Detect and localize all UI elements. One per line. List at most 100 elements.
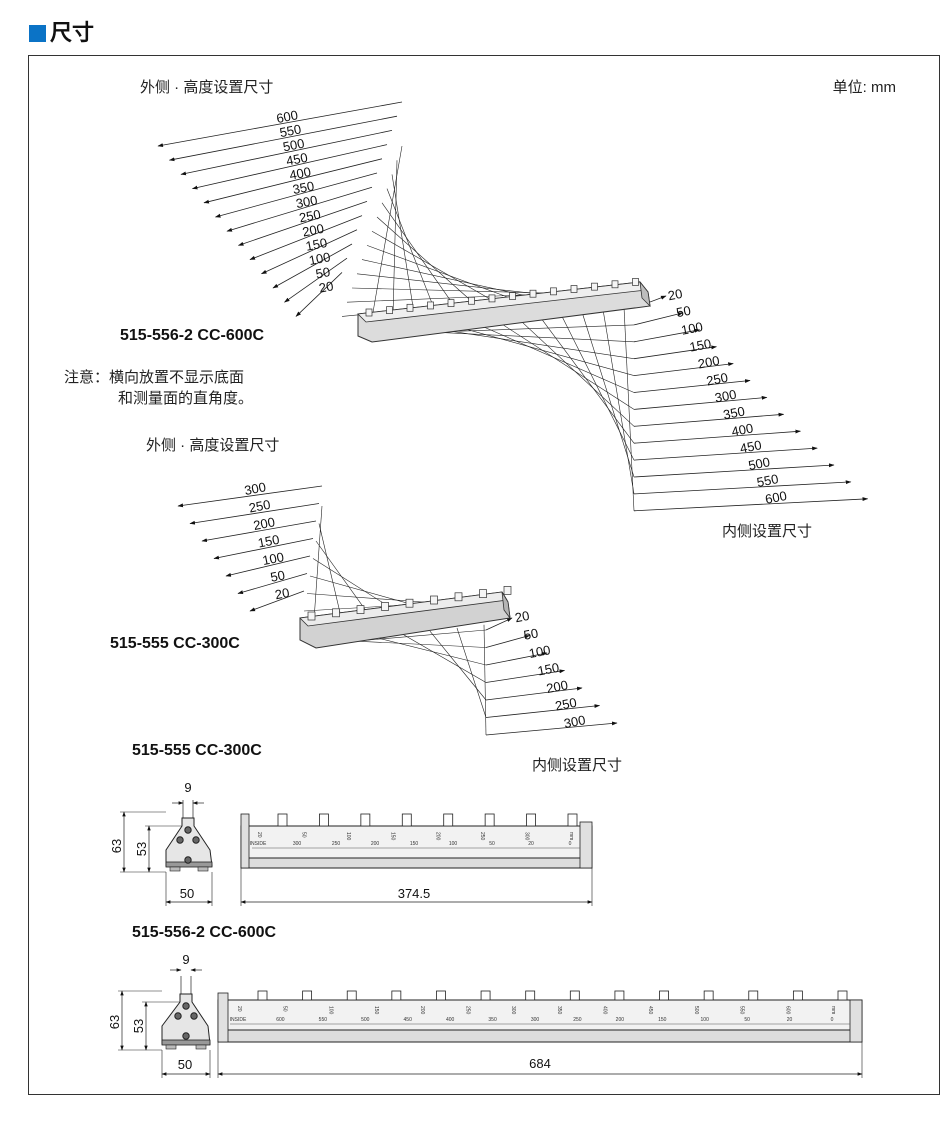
gauge-block — [570, 285, 578, 293]
gauge-block — [307, 611, 316, 621]
fig2-inner-dim-line — [485, 686, 583, 701]
fig2-inner-leader — [402, 634, 487, 683]
scale-label-top: 300 — [523, 832, 529, 841]
fig2-inner-value: 250 — [554, 695, 578, 714]
fig1-outer-value: 100 — [308, 249, 332, 268]
fig1-outer-dim-line — [157, 101, 403, 148]
draw2-dim-h-total: 63 — [107, 1015, 122, 1029]
scale-label-bottom: 50 — [489, 841, 495, 847]
draw1-dim-w-top: 9 — [184, 780, 191, 795]
fig1-inner-leader — [623, 307, 635, 511]
fig2-inner-dim-line — [485, 721, 618, 736]
scale-label-bottom: 250 — [573, 1017, 582, 1023]
gauge-block — [837, 990, 848, 1001]
scale-label-top: mm — [830, 1006, 836, 1014]
fig2-inner-leader — [456, 627, 487, 718]
fig1-inner-value: 250 — [705, 370, 729, 389]
draw1-end-dims: 9 63 53 50 — [109, 780, 213, 906]
fig1-inner-dim-line — [633, 497, 869, 512]
scale-label-bottom: 100 — [701, 1017, 710, 1023]
scale-label-top: 20 — [236, 1006, 242, 1012]
scale-label-top: 250 — [464, 1006, 470, 1015]
fig2-inner-value: 200 — [545, 677, 569, 696]
fig1-inner-value: 500 — [747, 454, 771, 473]
fig1-inner-value: 150 — [688, 336, 712, 355]
scale-label-bottom: 300 — [531, 1017, 540, 1023]
fig1-outer-value: 300 — [295, 192, 319, 211]
scale-label-top: 150 — [373, 1006, 379, 1015]
fig2-outer-leader — [318, 523, 342, 617]
draw2-dim-length: 684 — [529, 1056, 551, 1071]
scale-label-top: 300 — [510, 1006, 516, 1015]
fig1-outer-value: 400 — [288, 164, 312, 183]
gauge-block — [332, 608, 340, 618]
section-header: 尺寸 — [29, 22, 94, 44]
fig1-outer-dim-line — [168, 115, 398, 162]
scale-label-bottom: INSIDE — [250, 841, 267, 847]
scale-label-bottom: 450 — [404, 1017, 413, 1023]
scale-label-bottom: 600 — [276, 1017, 285, 1023]
fig2-outer-dim-line — [213, 538, 314, 560]
fig2-inner-leader — [348, 640, 487, 648]
fig2-outer-dim-line — [249, 590, 305, 612]
fig1-outer-leader — [376, 216, 478, 307]
draw1-end-view — [165, 817, 213, 872]
gauge-block — [346, 990, 357, 1001]
fig1-outer-value: 200 — [301, 221, 325, 240]
fig1-inner-dim-line — [633, 328, 701, 343]
scale-label-bottom: 200 — [371, 841, 380, 847]
fig1-inner-dim-line — [633, 446, 818, 461]
scale-label-top: 600 — [784, 1006, 790, 1015]
fig2-outer-value: 250 — [248, 497, 272, 516]
fig1-outer-leader — [392, 160, 398, 316]
fig2-inner-label: 内侧设置尺寸 — [532, 757, 622, 774]
fig1-outer-leader — [386, 188, 436, 311]
scale-label-bottom: 300 — [293, 841, 302, 847]
draw1-dim-h-inner: 53 — [134, 842, 149, 856]
fig2-inner-dim-line — [485, 669, 566, 683]
fig1-note-line2: 和测量面的直角度。 — [118, 390, 253, 407]
section-title: 尺寸 — [50, 20, 95, 45]
fig1-outer-value: 150 — [304, 235, 328, 254]
scale-label-top: 250 — [479, 832, 485, 841]
fig2-inner-leader — [483, 624, 487, 736]
scale-label-top: mm — [568, 832, 574, 840]
gauge-block — [659, 990, 669, 1001]
fig2-inner-value: 50 — [522, 625, 539, 642]
gauge-block — [356, 605, 365, 614]
scale-label-top: 50 — [282, 1006, 288, 1012]
gauge-block — [529, 289, 537, 298]
unit-label: 单位: mm — [833, 79, 896, 96]
gauge-block — [257, 990, 268, 1001]
fig1-inner-leader — [413, 330, 635, 343]
gauge-block — [365, 308, 373, 317]
gauge-block — [703, 990, 714, 1001]
fig2-outer-leader — [312, 558, 396, 611]
fig2-outer-value: 150 — [257, 532, 281, 551]
gauge-block — [479, 589, 487, 598]
gauge-block — [277, 813, 288, 827]
drawing-frame — [28, 55, 940, 1095]
gauge-block — [430, 595, 438, 605]
draw1-dim-h-total: 63 — [109, 839, 124, 853]
fig2-outer-value: 300 — [243, 479, 267, 498]
fig2-outer-value: 100 — [261, 549, 285, 568]
gauge-block — [454, 592, 463, 602]
fig2-model: 515-555 CC-300C — [110, 635, 240, 652]
fig1-outer-value: 350 — [291, 178, 315, 197]
gauge-block — [569, 990, 580, 1001]
fig1-outer-dim-line — [249, 215, 363, 260]
gauge-block — [503, 586, 512, 595]
fig1-inner-leader — [455, 326, 635, 376]
scale-label-bottom: 0 — [831, 1017, 834, 1023]
draw1-dim-w-base: 50 — [180, 886, 194, 901]
scale-label-bottom: 0 — [569, 841, 572, 847]
fig1-outer-label: 外侧 · 高度设置尺寸 — [140, 79, 273, 96]
fig1-outer-value: 500 — [282, 136, 306, 155]
fig1-outer-dim-line — [272, 243, 353, 289]
fig2-outer-label: 外侧 · 高度设置尺寸 — [146, 437, 279, 454]
fig1-inner-leader — [560, 314, 635, 461]
scale-label-bottom: 550 — [319, 1017, 328, 1023]
